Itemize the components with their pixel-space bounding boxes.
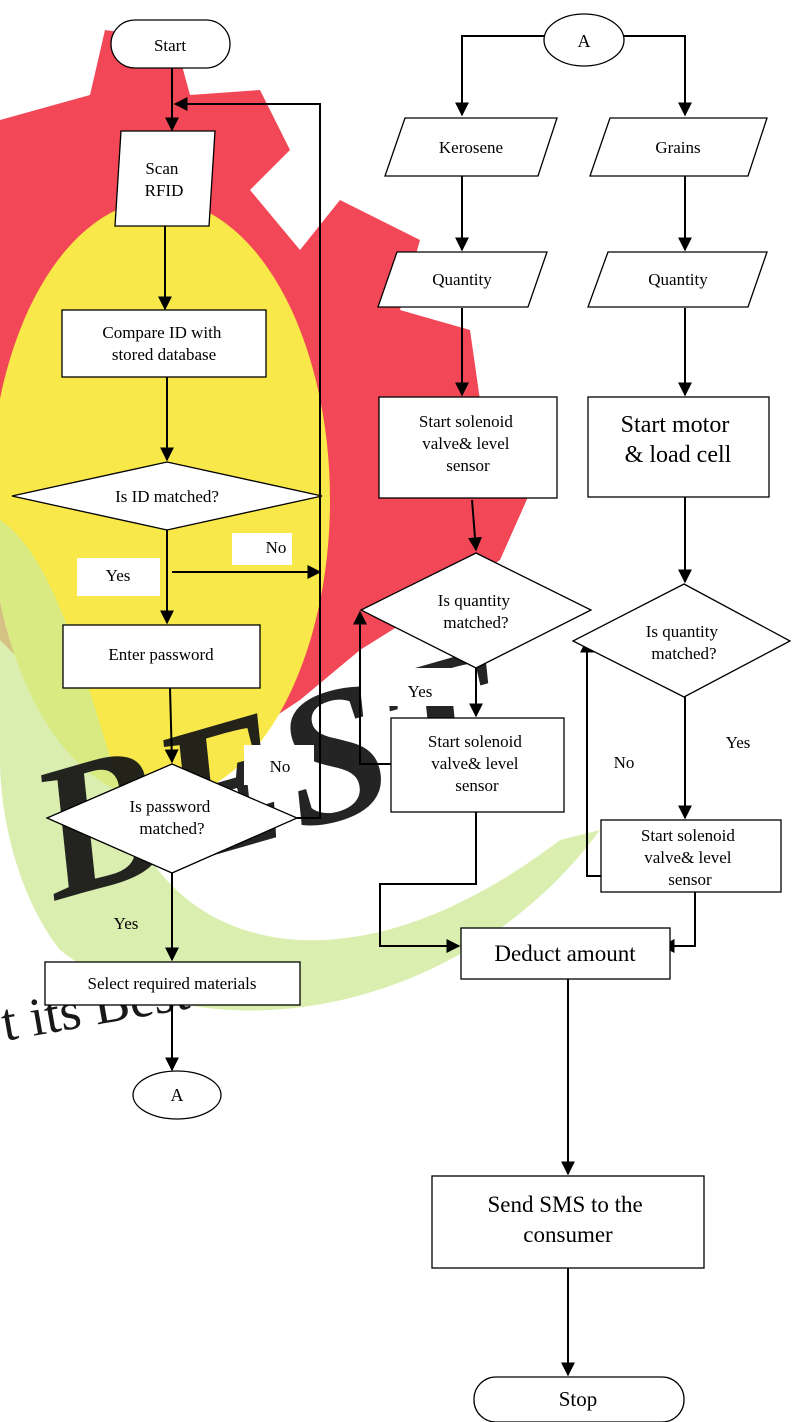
connector-a-top — [543, 13, 625, 67]
quantity-matched-grains-line-1: Is quantity — [646, 622, 719, 641]
quantity-kerosene-label: Quantity — [432, 270, 492, 289]
enter-password-process — [62, 624, 261, 689]
select-materials-process — [44, 961, 301, 1006]
start-solenoid-valve-2-label: Start solenoid valve& level sensor — [428, 732, 526, 795]
flowchart-nodes: Start Scan RFID Compare ID with stored d… — [11, 13, 792, 1422]
watermark-green-swoosh — [0, 520, 600, 1011]
start-solenoid-valve-3 — [600, 819, 782, 893]
compare-id-process — [61, 309, 267, 378]
connector-a-bottom — [132, 1070, 222, 1120]
send-sms-label: Send SMS to the consumer — [487, 1192, 648, 1247]
quantity-matched-grains-line-2: matched? — [651, 644, 716, 663]
start-solenoid-valve-1-label: Start solenoid valve& level sensor — [419, 412, 517, 475]
start-terminal — [110, 19, 231, 69]
compare-id-line-2: stored database — [112, 345, 216, 364]
quantity-matched-grains-label: Is quantity matched? — [646, 622, 723, 663]
start-label: Start — [154, 36, 186, 55]
connector-a-bottom-label: A — [171, 1085, 184, 1105]
password-matched-line-1: Is password — [130, 797, 211, 816]
kerosene-io — [384, 117, 558, 177]
start-solenoid-valve-3-line-1: Start solenoid — [641, 826, 735, 845]
scan-rfid-io — [114, 130, 216, 227]
send-sms-process — [431, 1175, 705, 1269]
compare-id-label: Compare ID with stored database — [102, 323, 225, 364]
start-motor-line-1: Start motor — [621, 412, 730, 438]
quantity-grains-io — [587, 251, 768, 308]
edge-labels: No Yes No Yes Yes Yes No — [77, 533, 750, 933]
quantity-matched-kerosene-decision — [359, 552, 593, 669]
kerosene-label: Kerosene — [439, 138, 503, 157]
scan-rfid-line-2: RFID — [145, 181, 184, 200]
scan-rfid-label: Scan RFID — [145, 159, 184, 200]
start-solenoid-valve-2-line-2: valve& level — [431, 754, 519, 773]
grains-io — [589, 117, 768, 177]
start-solenoid-valve-1-line-2: valve& level — [422, 434, 510, 453]
quantity-matched-kerosene-label: Is quantity matched? — [438, 591, 515, 632]
watermark: BEST t its Best !!! — [0, 30, 600, 1053]
start-solenoid-valve-1 — [378, 396, 558, 499]
start-solenoid-valve-2-line-3: sensor — [455, 776, 499, 795]
connector-a-top-label: A — [578, 31, 591, 51]
edge-label-no-qty-g: No — [614, 753, 635, 772]
edge-label-yes-qty-g: Yes — [726, 733, 751, 752]
enter-password-label: Enter password — [108, 645, 214, 664]
edge-label-yes-pw: Yes — [114, 914, 139, 933]
start-solenoid-valve-3-line-2: valve& level — [644, 848, 732, 867]
quantity-matched-grains-decision — [571, 583, 792, 698]
start-motor-process — [587, 396, 770, 498]
edge-label-yes-qty-k: Yes — [408, 682, 433, 701]
compare-id-line-1: Compare ID with — [102, 323, 221, 342]
start-motor-line-2: & load cell — [625, 442, 732, 468]
select-materials-label: Select required materials — [88, 974, 257, 993]
deduct-amount-label: Deduct amount — [494, 941, 636, 966]
start-solenoid-valve-3-line-3: sensor — [668, 870, 712, 889]
start-solenoid-valve-3-label: Start solenoid valve& level sensor — [641, 826, 739, 889]
password-matched-decision — [45, 763, 299, 874]
edge-label-yes-id: Yes — [106, 566, 131, 585]
stop-label: Stop — [559, 1387, 598, 1411]
send-sms-line-2: consumer — [523, 1222, 613, 1247]
start-solenoid-valve-1-line-1: Start solenoid — [419, 412, 513, 431]
stop-terminal — [473, 1376, 685, 1422]
id-matched-decision — [11, 461, 323, 531]
connectors — [158, 35, 696, 1377]
quantity-matched-kerosene-line-1: Is quantity — [438, 591, 511, 610]
quantity-grains-label: Quantity — [648, 270, 708, 289]
scan-rfid-line-1: Scan — [145, 159, 179, 178]
password-matched-line-2: matched? — [139, 819, 204, 838]
quantity-matched-kerosene-line-2: matched? — [443, 613, 508, 632]
quantity-kerosene-io — [377, 251, 548, 308]
edge-label-no-pw: No — [270, 757, 291, 776]
start-solenoid-valve-2 — [390, 717, 565, 813]
send-sms-line-1: Send SMS to the — [487, 1192, 642, 1217]
start-solenoid-valve-1-line-3: sensor — [446, 456, 490, 475]
id-matched-label: Is ID matched? — [115, 487, 219, 506]
edge-label-no-id: No — [266, 538, 287, 557]
password-matched-label: Is password matched? — [130, 797, 215, 838]
deduct-amount-process — [460, 927, 671, 980]
grains-label: Grains — [655, 138, 700, 157]
start-motor-label: Start motor & load cell — [621, 412, 736, 468]
start-solenoid-valve-2-line-1: Start solenoid — [428, 732, 522, 751]
